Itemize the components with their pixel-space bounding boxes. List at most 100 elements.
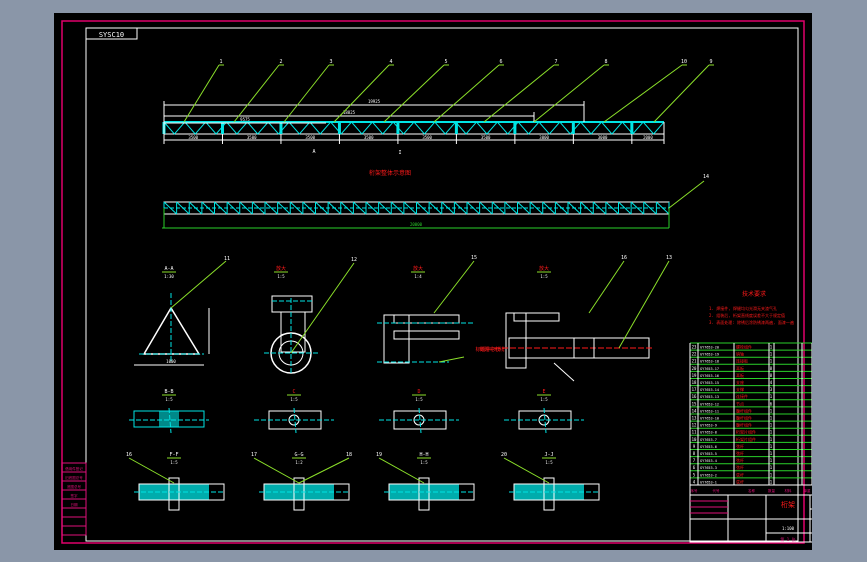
bom-qty: 1 — [770, 430, 773, 435]
bom-name: 桁架片组件 — [736, 429, 756, 435]
view-scale: 1:5 — [540, 397, 548, 402]
leader-line — [233, 64, 280, 123]
bom-qty: 1 — [770, 345, 773, 350]
balloon-number: 10 — [681, 59, 687, 65]
plan-diagonal — [390, 201, 405, 215]
bom-name: 耳板 — [736, 372, 744, 378]
section-marker-i: I — [398, 150, 401, 156]
plan-diagonal — [252, 201, 266, 215]
balloon-number: 15 — [471, 255, 477, 261]
view-name: 放大 — [539, 265, 549, 272]
bom-qty: 8 — [770, 373, 773, 378]
view-name: 放大 — [276, 265, 286, 272]
bom-code: GY7653-9 — [700, 424, 717, 428]
bom-no: 16 — [692, 394, 697, 399]
bom-name: 弦杆 — [736, 443, 744, 449]
view-name: C — [292, 389, 295, 395]
bom-name: 弦杆 — [736, 450, 744, 456]
view-scale: 1:5 — [165, 397, 173, 402]
bom-qty: 3 — [770, 387, 773, 392]
bom-name: 销轴 — [736, 351, 744, 357]
leader-line — [183, 64, 220, 123]
bom-no: 10 — [692, 437, 697, 442]
bom-code: GY7653-10 — [700, 417, 719, 421]
leader-line — [378, 457, 425, 484]
bom-name: 耳板 — [736, 365, 744, 371]
section-marker: A — [312, 149, 315, 155]
bom-qty: 1 — [770, 444, 773, 449]
bom-qty: 1 — [770, 472, 773, 477]
bom-qty: 1 — [770, 458, 773, 463]
plan-title: 桁架整体示意图 — [369, 169, 411, 177]
segment-dim-label: 3500 — [247, 135, 257, 140]
balloon-number: 6 — [499, 59, 502, 65]
bom-name: 弦杆 — [736, 471, 744, 477]
bom-qty: 4 — [770, 380, 773, 385]
balloon-number: 9 — [709, 59, 712, 65]
bom-code: GY7653-17 — [700, 367, 719, 371]
plan-diagonal — [378, 201, 392, 215]
leader-line — [298, 457, 350, 484]
balloon-number: 3 — [329, 59, 332, 65]
segment-dim-label: 3500 — [305, 135, 315, 140]
balloon-number: 11 — [224, 256, 230, 262]
center-line — [418, 407, 422, 434]
bom-no: 23 — [692, 345, 697, 350]
view-scale: 1:5 — [290, 397, 298, 402]
segment-dim-label: 3500 — [188, 135, 198, 140]
balloon-number: 12 — [351, 257, 357, 263]
view-name: E — [542, 389, 545, 395]
bom-no: 11 — [692, 430, 697, 435]
bom-no: 21 — [692, 359, 697, 364]
balloon-number: 18 — [346, 452, 352, 458]
bom-name: 连接件 — [736, 393, 748, 399]
view-name: F-F — [169, 452, 178, 458]
title-block-scale: 1:100 — [782, 526, 795, 531]
balloon-number: 1 — [219, 59, 222, 65]
notes-title: 技术要求 — [742, 290, 766, 298]
bom-no: 6 — [693, 465, 696, 470]
dim-label: 1000 — [166, 359, 176, 364]
left-strip-label: 借用件登记 — [65, 466, 83, 471]
segment-dim-label: 3500 — [364, 135, 374, 140]
bom-qty: 1 — [770, 408, 773, 413]
chord-member — [393, 314, 460, 324]
balloon-number: 2 — [279, 59, 282, 65]
chord-member — [513, 312, 560, 322]
bom-name: 弦杆 — [736, 457, 744, 463]
segment-dim-label: 3000 — [598, 135, 608, 140]
bom-code: GY7653-3 — [700, 466, 717, 470]
balloon-number: 14 — [703, 174, 709, 180]
bom-qty: 1 — [770, 394, 773, 399]
leader-line — [290, 262, 355, 354]
view-name: A-A — [164, 266, 173, 272]
balloon-number: 8 — [604, 59, 607, 65]
segment-post — [220, 122, 224, 134]
segment-dim-label: 3500 — [481, 135, 491, 140]
left-strip-label: 旧底图总号 — [65, 475, 83, 480]
plan-diagonal — [605, 201, 619, 215]
section-pin — [168, 477, 180, 511]
bom-name: 支座 — [736, 379, 744, 385]
leader-line — [553, 362, 575, 382]
caster-top-plate — [271, 295, 313, 313]
bom-name: 节点 — [736, 400, 744, 406]
bom-name: 连接板 — [736, 358, 748, 364]
outer-frame — [61, 20, 805, 544]
leader-line — [333, 64, 390, 123]
note-line: 3. 表面处理: 除锈后涂防锈漆两遍, 面漆一遍 — [709, 319, 794, 325]
section-pin — [543, 477, 555, 511]
inner-frame — [85, 27, 799, 542]
left-strip-label: 底图总号 — [67, 484, 81, 489]
balloon-number: 19 — [376, 452, 382, 458]
section-pin — [418, 477, 430, 511]
view-scale: 1:5 — [277, 274, 285, 279]
bom-code: GY7653-16 — [700, 374, 719, 378]
leader-line — [653, 64, 710, 123]
view-scale: 1:2 — [295, 460, 303, 465]
view-name: 放大 — [413, 265, 423, 272]
plan-diagonal — [239, 201, 253, 215]
view-scale: 1:30 — [164, 274, 174, 279]
